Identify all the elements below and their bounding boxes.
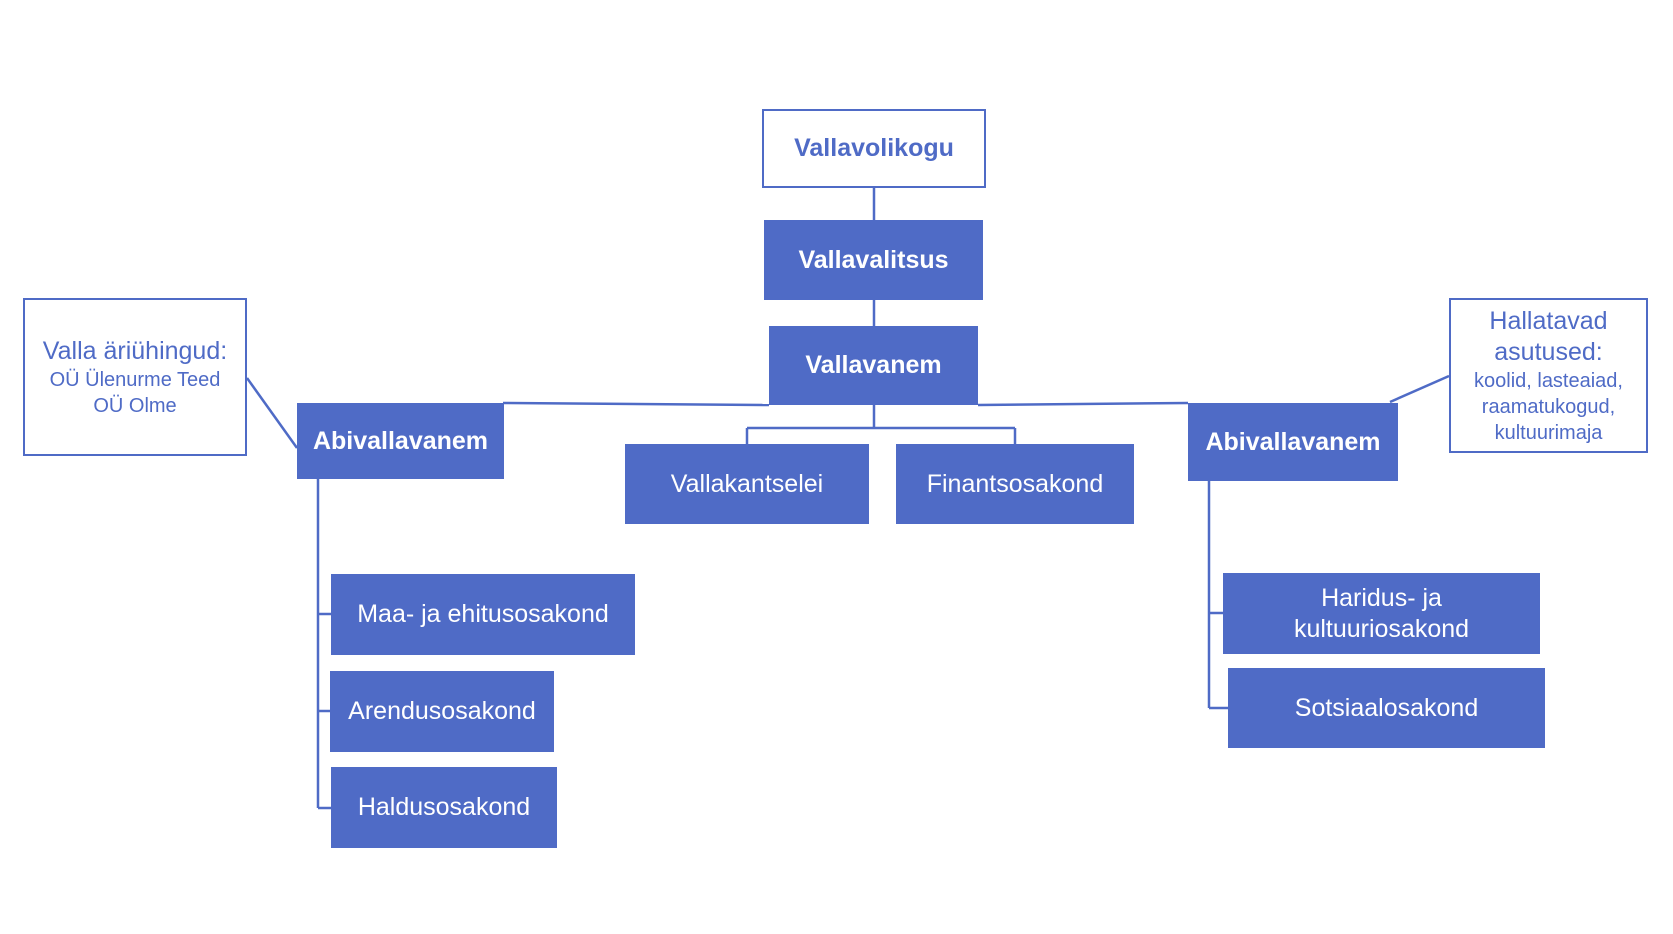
- council-box: Vallavolikogu: [762, 109, 986, 188]
- company-item: OÜ Ülenurme Teed: [49, 368, 221, 391]
- institutions-box: Hallatavad asutused: koolid, lasteaiad, …: [1449, 298, 1648, 453]
- chancellery-label: Vallakantselei: [670, 469, 824, 498]
- connector-mayor-deputy-right: [977, 401, 1189, 407]
- left-department-label: Haldusosakond: [357, 793, 531, 821]
- connector-institutions: [1389, 374, 1450, 404]
- mayor-box: Vallavanem: [769, 326, 978, 405]
- institutions-heading: asutused:: [1494, 337, 1603, 366]
- companies-box: Valla äriühingud: OÜ Ülenurme Teed OÜ Ol…: [23, 298, 247, 456]
- connector-companies: [245, 377, 299, 449]
- deputy-right-label: Abivallavanem: [1205, 427, 1381, 456]
- deputy-left-box: Abivallavanem: [297, 403, 504, 479]
- left-department-box: Maa- ja ehitusosakond: [331, 574, 635, 655]
- institutions-heading: Hallatavad: [1489, 306, 1608, 335]
- social-department-box: Sotsiaalosakond: [1228, 668, 1545, 748]
- education-department-box: Haridus- ja kultuuriosakond: [1223, 573, 1540, 654]
- deputy-right-box: Abivallavanem: [1188, 403, 1398, 481]
- social-department-label: Sotsiaalosakond: [1294, 693, 1479, 722]
- left-department-label: Maa- ja ehitusosakond: [357, 600, 609, 628]
- institution-item: koolid, lasteaiad,: [1474, 369, 1623, 392]
- mayor-label: Vallavanem: [805, 351, 942, 379]
- finance-box: Finantsosakond: [896, 444, 1134, 524]
- chancellery-box: Vallakantselei: [625, 444, 869, 524]
- government-box: Vallavalitsus: [764, 220, 983, 300]
- company-item: OÜ Olme: [93, 394, 177, 417]
- deputy-left-label: Abivallavanem: [312, 426, 489, 455]
- institution-item: raamatukogud,: [1481, 395, 1616, 418]
- companies-heading: Valla äriühingud:: [42, 336, 228, 365]
- finance-label: Finantsosakond: [926, 469, 1104, 498]
- institution-item: kultuurimaja: [1494, 421, 1603, 444]
- education-department-label: Haridus- ja: [1321, 583, 1442, 612]
- connector-mayor-deputy-left: [502, 401, 770, 407]
- council-label: Vallavolikogu: [794, 134, 954, 162]
- government-label: Vallavalitsus: [798, 245, 949, 274]
- left-department-label: Arendusosakond: [348, 697, 536, 725]
- education-department-label: kultuuriosakond: [1293, 614, 1470, 643]
- left-department-box: Arendusosakond: [330, 671, 554, 752]
- left-department-box: Haldusosakond: [331, 767, 557, 848]
